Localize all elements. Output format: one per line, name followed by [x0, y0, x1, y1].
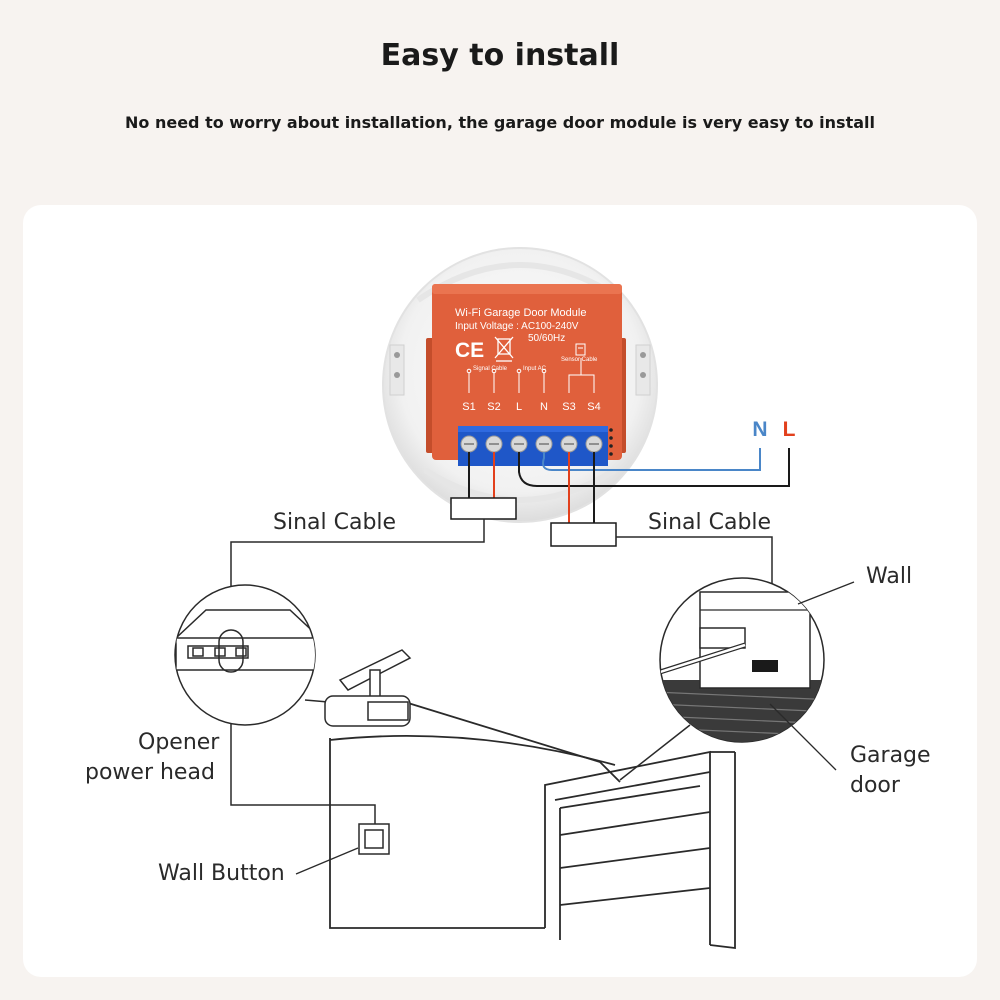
- garage-door-leader: [769, 703, 837, 771]
- weee-bin-icon: [494, 336, 514, 362]
- signal-cable-right-label: Sinal Cable: [648, 510, 772, 535]
- signal-cable-left-label: Sinal Cable: [273, 510, 397, 535]
- live-label: L: [783, 418, 796, 441]
- signal-connector-right: [550, 522, 617, 547]
- wire-neutral: [542, 448, 761, 471]
- signal-connector-left: [450, 497, 517, 520]
- opener-power-head-icon: [324, 649, 412, 727]
- garage-door-module: [426, 284, 626, 460]
- opener-magnifier: [174, 584, 341, 726]
- wall-button-label: Wall Button: [158, 861, 285, 886]
- garage-door-label-line1: Garage: [850, 743, 931, 768]
- page-title: Easy to install: [380, 38, 620, 73]
- terminal-label-s4: S4: [587, 401, 600, 413]
- signal-cable-tag: Signal Cable: [473, 366, 508, 372]
- wall-button-icon: [358, 823, 390, 855]
- module-frequency: 50/60Hz: [528, 333, 565, 344]
- wall-leader: [797, 581, 855, 605]
- neutral-label: N: [752, 418, 767, 441]
- sensor-cable-icon: [575, 343, 586, 356]
- terminal-label-s3: S3: [562, 401, 575, 413]
- wall-button-leader: [295, 847, 359, 875]
- module-voltage: Input Voltage : AC100-240V: [455, 321, 579, 332]
- ce-mark: CE: [455, 339, 484, 362]
- terminal-label-s2: S2: [487, 401, 500, 413]
- sensor-magnifier: [619, 577, 825, 781]
- garage-door-label-line2: door: [850, 773, 900, 798]
- opener-label-line1: Opener: [138, 730, 220, 755]
- wall-label: Wall: [866, 564, 913, 589]
- sensor-cable-tag: Sensor Cable: [561, 357, 598, 363]
- terminal-block: [458, 426, 613, 466]
- wire-live: [518, 448, 790, 487]
- page-subtitle: No need to worry about installation, the…: [125, 113, 875, 132]
- terminal-label-l: L: [516, 401, 522, 413]
- input-ac-tag: Input AC: [523, 366, 547, 372]
- garage-building: [329, 702, 736, 950]
- opener-label-line2: power head: [85, 760, 215, 785]
- terminal-label-n: N: [540, 401, 548, 413]
- module-name: Wi-Fi Garage Door Module: [455, 307, 586, 319]
- terminal-label-s1: S1: [462, 401, 475, 413]
